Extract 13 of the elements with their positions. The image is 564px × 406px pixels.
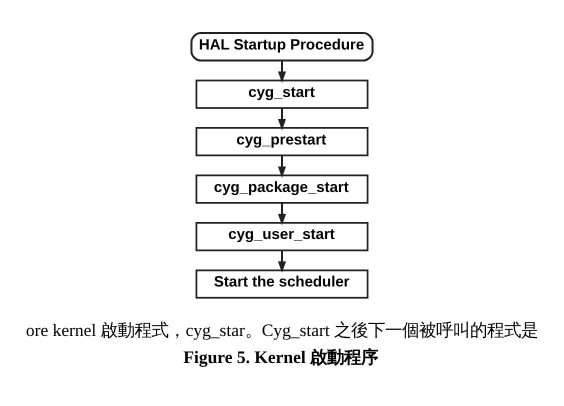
caption: Figure 5. Kernel 啟動程序 bbox=[183, 346, 378, 367]
arrow bbox=[278, 250, 286, 272]
arrow bbox=[278, 60, 286, 83]
node-box: cyg_start bbox=[196, 79, 368, 108]
arrow bbox=[278, 108, 286, 130]
node-box: Start the scheduler bbox=[196, 268, 368, 298]
arrow bbox=[278, 202, 286, 225]
label: ore kernel 啟動程式，cyg_star。Cyg_start 之後下一個被呼叫的程式是 bbox=[26, 320, 538, 340]
node-box: HAL Startup Procedure bbox=[190, 32, 374, 61]
node-box: cyg_package_start bbox=[196, 174, 368, 204]
node-box: cyg_prestart bbox=[196, 126, 368, 156]
node-box: cyg_user_start bbox=[196, 221, 368, 251]
arrow bbox=[278, 155, 286, 178]
